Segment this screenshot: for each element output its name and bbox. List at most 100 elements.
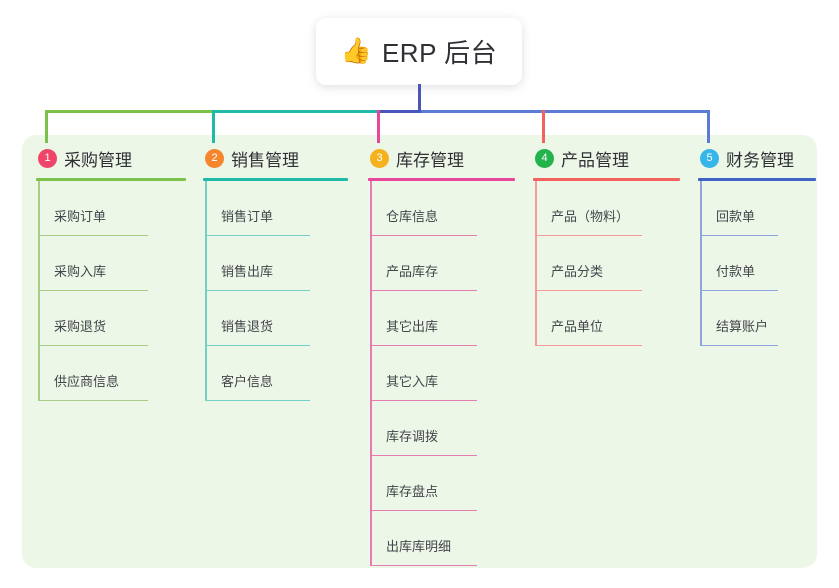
leaf-underline	[38, 289, 148, 291]
leaf-underline	[370, 509, 477, 511]
leaf-spine	[370, 346, 372, 401]
leaf-spine	[205, 346, 207, 401]
leaf-item[interactable]: 库存调拨	[368, 401, 515, 456]
branches-panel	[22, 135, 817, 568]
branch-header-2[interactable]: 2 销售管理	[203, 145, 348, 171]
leaf-item[interactable]: 产品分类	[533, 236, 680, 291]
leaf-underline	[700, 344, 778, 346]
leaf-spine	[38, 236, 40, 291]
branch-title: 产品管理	[561, 150, 629, 170]
connector-drop-3	[377, 110, 380, 143]
leaf-label: 出库库明细	[386, 539, 452, 554]
leaf-underline	[370, 344, 477, 346]
leaf-item[interactable]: 其它出库	[368, 291, 515, 346]
connector-bus-segment-1	[45, 110, 215, 113]
leaf-underline	[205, 344, 310, 346]
leaf-underline	[38, 234, 148, 236]
connector-bus-segment-2	[212, 110, 380, 113]
leaf-item[interactable]: 出库库明细	[368, 511, 515, 566]
leaf-underline	[370, 234, 477, 236]
root-node[interactable]: 👍 ERP 后台	[316, 18, 522, 85]
leaf-spine	[535, 236, 537, 291]
leaf-underline	[38, 399, 148, 401]
leaf-spine	[38, 291, 40, 346]
leaf-item[interactable]: 产品单位	[533, 291, 680, 346]
leaf-item[interactable]: 结算账户	[698, 291, 816, 346]
leaf-item[interactable]: 其它入库	[368, 346, 515, 401]
leaf-label: 销售退货	[221, 319, 274, 334]
branch-header-4[interactable]: 4 产品管理	[533, 145, 680, 171]
connector-drop-5	[707, 110, 710, 143]
leaf-label: 库存盘点	[386, 484, 439, 499]
connector-bus-segment-4	[418, 110, 710, 113]
leaf-underline	[535, 234, 642, 236]
branch-number-badge: 2	[205, 148, 224, 168]
leaf-label: 采购入库	[54, 264, 107, 279]
connector-drop-4	[542, 110, 545, 143]
leaf-item[interactable]: 客户信息	[203, 346, 348, 401]
leaf-spine	[535, 291, 537, 346]
leaf-item[interactable]: 回款单	[698, 181, 816, 236]
leaf-label: 采购退货	[54, 319, 107, 334]
branch-title: 库存管理	[396, 150, 464, 170]
leaf-label: 产品库存	[386, 264, 439, 279]
branch-column-4: 4 产品管理产品（物料）产品分类产品单位	[533, 145, 680, 346]
leaf-label: 其它出库	[386, 319, 439, 334]
leaf-underline	[205, 399, 310, 401]
leaf-label: 供应商信息	[54, 374, 120, 389]
leaf-spine	[370, 291, 372, 346]
leaf-item[interactable]: 销售出库	[203, 236, 348, 291]
leaf-label: 客户信息	[221, 374, 274, 389]
connector-drop-2	[212, 110, 215, 143]
leaf-label: 库存调拨	[386, 429, 439, 444]
branch-underline	[368, 178, 515, 181]
branch-underline	[203, 178, 348, 181]
leaf-spine	[205, 291, 207, 346]
branch-underline	[533, 178, 680, 181]
branch-title: 销售管理	[231, 150, 299, 170]
thumbs-up-icon: 👍	[340, 37, 372, 65]
connector-drop-1	[45, 110, 48, 143]
leaf-underline	[38, 344, 148, 346]
leaf-label: 仓库信息	[386, 209, 439, 224]
branch-number-badge: 1	[38, 148, 57, 168]
leaf-item[interactable]: 销售订单	[203, 181, 348, 236]
leaf-spine	[700, 236, 702, 291]
leaf-underline	[370, 454, 477, 456]
leaf-item[interactable]: 库存盘点	[368, 456, 515, 511]
leaf-underline	[370, 564, 477, 566]
leaf-item[interactable]: 仓库信息	[368, 181, 515, 236]
leaf-underline	[535, 344, 642, 346]
branch-leaf-list: 仓库信息产品库存其它出库其它入库库存调拨库存盘点出库库明细	[368, 181, 515, 566]
leaf-spine	[700, 181, 702, 236]
branch-leaf-list: 产品（物料）产品分类产品单位	[533, 181, 680, 346]
leaf-item[interactable]: 采购订单	[36, 181, 186, 236]
leaf-item[interactable]: 采购退货	[36, 291, 186, 346]
leaf-label: 结算账户	[716, 319, 769, 334]
root-title: ERP 后台	[381, 38, 498, 68]
leaf-spine	[38, 181, 40, 236]
leaf-label: 其它入库	[386, 374, 439, 389]
leaf-item[interactable]: 采购入库	[36, 236, 186, 291]
leaf-item[interactable]: 销售退货	[203, 291, 348, 346]
leaf-spine	[370, 511, 372, 566]
leaf-underline	[370, 399, 477, 401]
branch-number-badge: 4	[535, 148, 554, 168]
leaf-item[interactable]: 产品（物料）	[533, 181, 680, 236]
leaf-label: 销售订单	[221, 209, 274, 224]
leaf-underline	[700, 289, 778, 291]
leaf-underline	[205, 234, 310, 236]
leaf-label: 销售出库	[221, 264, 274, 279]
branch-number-badge: 5	[700, 148, 719, 168]
leaf-item[interactable]: 产品库存	[368, 236, 515, 291]
leaf-item[interactable]: 付款单	[698, 236, 816, 291]
leaf-spine	[535, 181, 537, 236]
leaf-item[interactable]: 供应商信息	[36, 346, 186, 401]
leaf-spine	[700, 291, 702, 346]
